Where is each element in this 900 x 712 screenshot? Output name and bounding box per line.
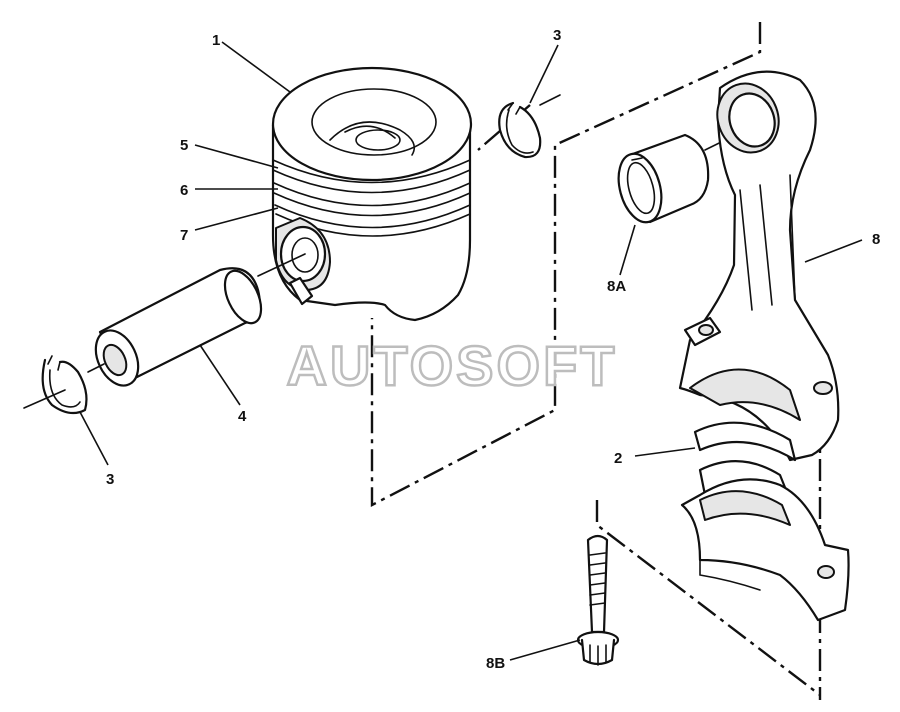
piston — [271, 66, 473, 322]
label-5: 5 — [180, 137, 188, 154]
retaining-ring-left — [23, 355, 88, 415]
piston-pin — [87, 253, 306, 387]
label-8A: 8A — [607, 278, 626, 295]
retaining-ring-top — [498, 94, 561, 159]
rod-bolt — [576, 534, 620, 666]
label-3-left: 3 — [106, 471, 114, 488]
label-7: 7 — [180, 227, 188, 244]
label-8B: 8B — [486, 655, 505, 672]
label-1: 1 — [212, 32, 220, 49]
connecting-rod — [678, 70, 840, 462]
bushing — [617, 117, 771, 224]
rod-cap — [680, 478, 850, 622]
watermark-text: AUTOSOFT — [287, 334, 618, 397]
label-6: 6 — [180, 182, 188, 199]
callout-labels: 1 3 5 6 7 4 3 8A 8 2 8B — [106, 27, 880, 672]
label-4: 4 — [238, 408, 247, 425]
leader-lines — [79, 41, 863, 661]
label-3-top: 3 — [553, 27, 561, 44]
label-2: 2 — [614, 450, 622, 467]
label-8: 8 — [872, 231, 880, 248]
